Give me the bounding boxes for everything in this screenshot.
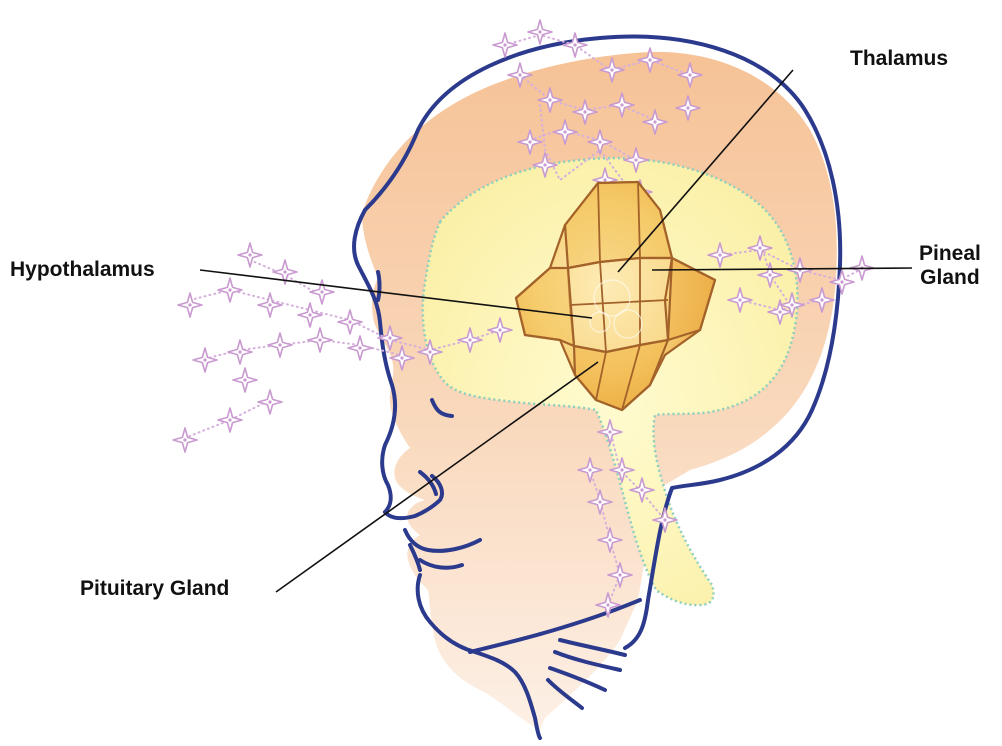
- label-pineal-line1: Pineal: [919, 242, 981, 266]
- label-pineal-gland: Pineal Gland: [919, 242, 981, 290]
- label-thalamus: Thalamus: [850, 47, 948, 71]
- brow-mark: [378, 272, 380, 300]
- label-pituitary-gland: Pituitary Gland: [80, 577, 229, 601]
- label-pineal-line2: Gland: [919, 266, 981, 290]
- label-hypothalamus: Hypothalamus: [10, 258, 155, 282]
